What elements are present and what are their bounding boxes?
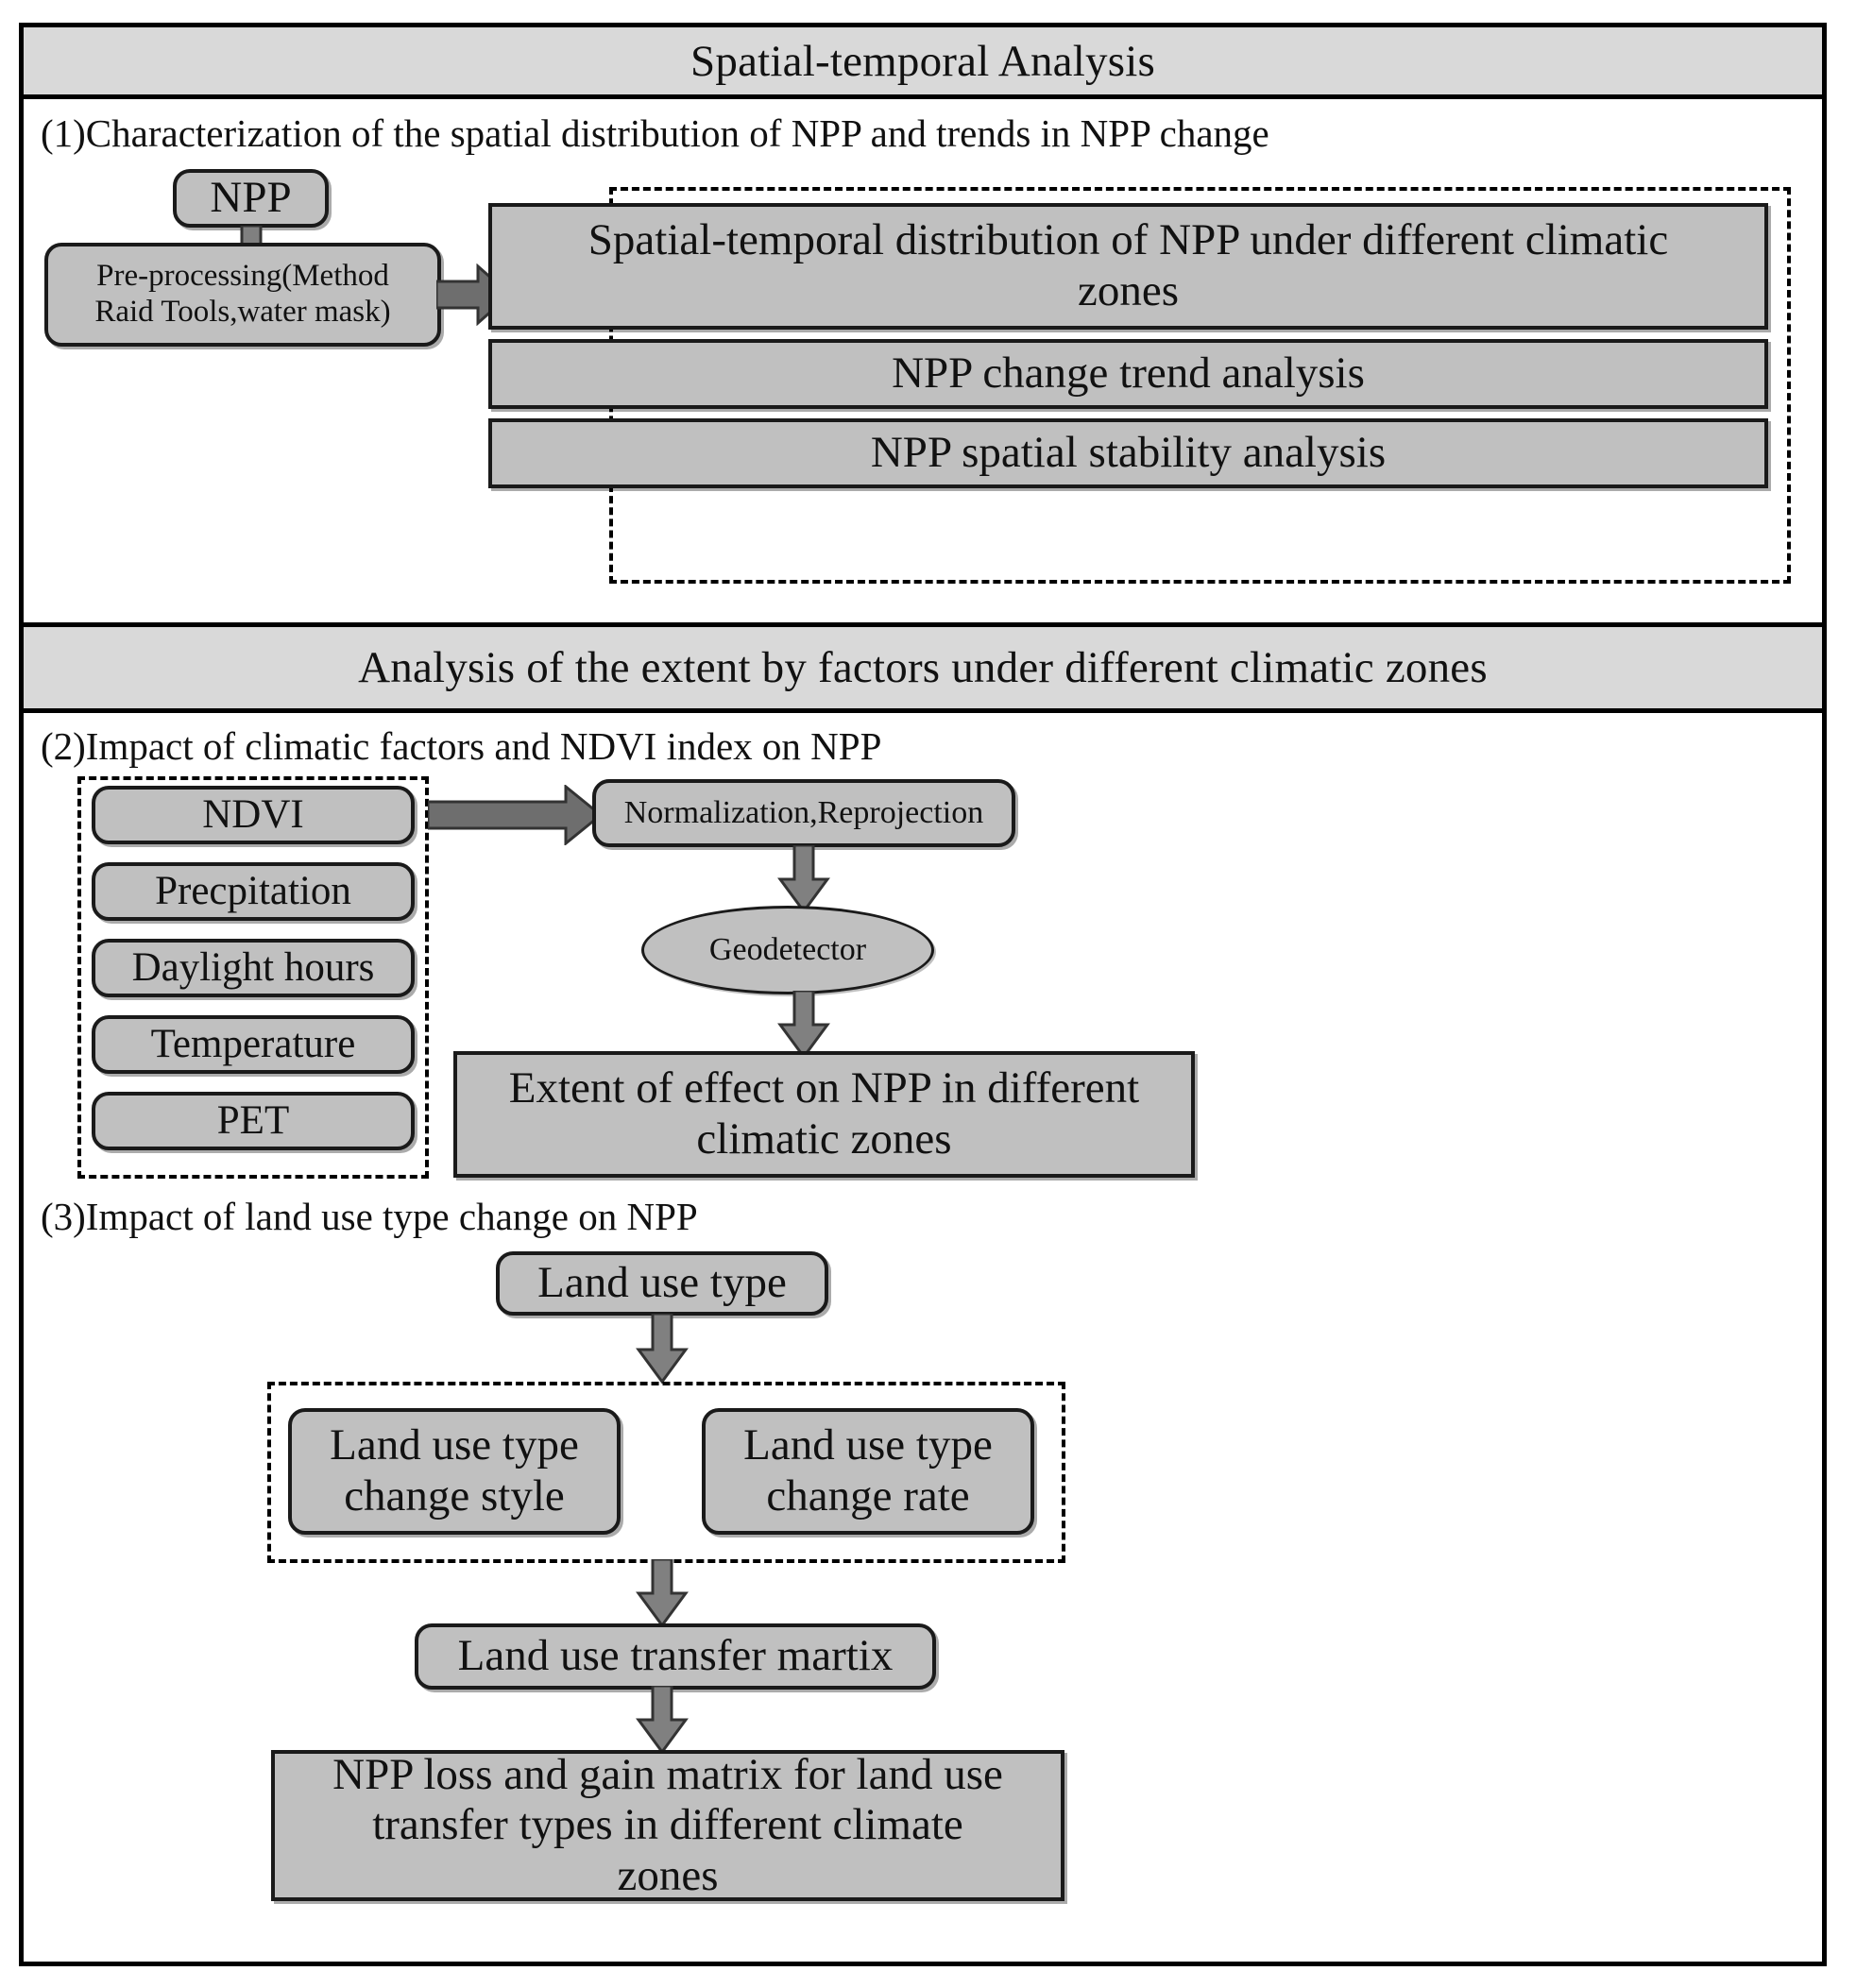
node-land-use-change-rate[interactable]: Land use type change rate [702, 1408, 1034, 1535]
node-factor-ndvi[interactable]: NDVI [92, 786, 415, 844]
node-preprocessing[interactable]: Pre-processing(Method Raid Tools,water m… [44, 243, 441, 347]
node-land-use-change-style[interactable]: Land use type change style [288, 1408, 621, 1535]
node-factor-precipitation[interactable]: Precpitation [92, 862, 415, 921]
node-output-change-trend[interactable]: NPP change trend analysis [488, 339, 1768, 409]
node-output-spatial-temporal-distribution[interactable]: Spatial-temporal distribution of NPP und… [488, 203, 1768, 330]
node-factor-pet[interactable]: PET [92, 1092, 415, 1150]
section-1-header-band: Spatial-temporal Analysis [24, 27, 1822, 99]
node-npp[interactable]: NPP [173, 169, 329, 228]
arrow-normalization-to-geodetector [777, 845, 830, 913]
section-2-header-band: Analysis of the extent by factors under … [24, 622, 1822, 713]
section-2-factors-group [77, 776, 429, 1179]
figure-outer-frame: Spatial-temporal Analysis (1)Characteriz… [19, 23, 1827, 1966]
section-1-caption: (1)Characterization of the spatial distr… [41, 111, 1269, 155]
arrow-geodetector-to-result [777, 991, 830, 1059]
node-geodetector[interactable]: Geodetector [641, 906, 934, 994]
node-extent-of-effect[interactable]: Extent of effect on NPP in different cli… [453, 1051, 1195, 1178]
node-land-use-transfer-matrix[interactable]: Land use transfer martix [415, 1623, 936, 1690]
node-land-use-type[interactable]: Land use type [496, 1251, 828, 1316]
node-factor-temperature[interactable]: Temperature [92, 1015, 415, 1074]
arrow-branches-to-transfer-matrix [636, 1559, 689, 1627]
node-npp-loss-gain-matrix[interactable]: NPP loss and gain matrix for land use tr… [271, 1750, 1064, 1901]
node-output-spatial-stability[interactable]: NPP spatial stability analysis [488, 418, 1768, 488]
node-factor-daylight-hours[interactable]: Daylight hours [92, 939, 415, 997]
section-3-caption: (3)Impact of land use type change on NPP [41, 1195, 698, 1238]
arrow-land-use-type-to-branches [636, 1314, 689, 1384]
section-2-caption: (2)Impact of climatic factors and NDVI i… [41, 724, 882, 768]
arrow-factors-to-normalization [428, 785, 603, 845]
node-normalization-reprojection[interactable]: Normalization,Reprojection [592, 779, 1015, 847]
arrow-transfer-matrix-to-result [636, 1686, 689, 1754]
